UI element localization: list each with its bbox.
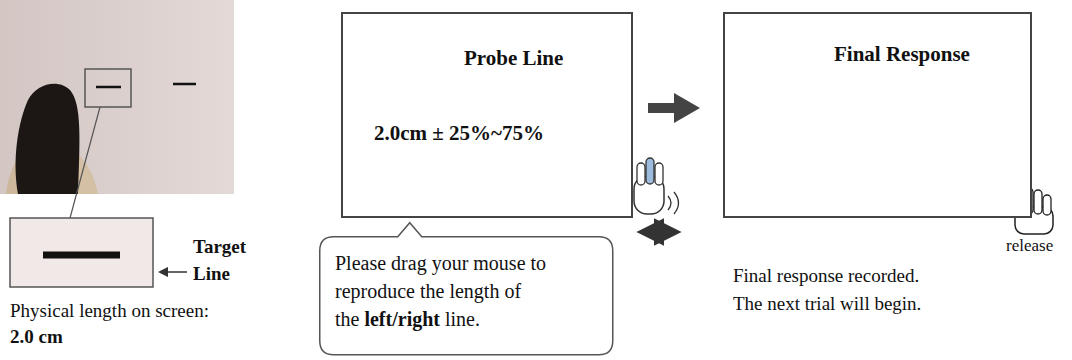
finger	[637, 163, 645, 185]
hair	[16, 84, 80, 194]
length-value: 2.0 cm	[10, 326, 63, 348]
finger-click	[646, 158, 654, 184]
status-text: The next trial will begin.	[733, 293, 921, 315]
instruction-emphasis: left/right	[364, 308, 440, 330]
photo-wall	[0, 0, 234, 194]
finger	[1034, 190, 1042, 214]
flow-arrow	[648, 103, 674, 113]
screen-box: Probe Line 2.0cm ± 25%~75%	[341, 12, 633, 218]
zoom-leader	[70, 107, 100, 218]
bubble-text: Please drag your mouse to reproduce the …	[335, 249, 596, 333]
finger	[1043, 195, 1051, 215]
drag-arrow	[642, 230, 676, 234]
motion-mark	[674, 192, 679, 214]
action-label: release	[1006, 236, 1053, 256]
wall-line	[96, 86, 121, 89]
motion-mark	[668, 196, 671, 210]
target-line	[43, 252, 120, 259]
screen-box: Final Response	[723, 12, 1032, 218]
box-heading: Probe Line	[464, 46, 563, 71]
bubble-shape	[320, 223, 613, 355]
instruction-text: line.	[445, 308, 480, 330]
zoom-frame	[85, 69, 131, 107]
range-text: 2.0cm ± 25%~75%	[374, 121, 544, 146]
finger	[655, 163, 663, 185]
pointer-arrow	[160, 271, 187, 273]
status-text: Final response recorded.	[733, 265, 919, 287]
target-label: Target Line	[193, 233, 263, 287]
zoom-inset	[10, 218, 153, 287]
wall-line	[173, 83, 196, 86]
caption-text: Physical length on screen:	[10, 300, 209, 322]
speech-bubble: Please drag your mouse to reproduce the …	[319, 236, 612, 354]
box-heading: Final Response	[834, 42, 970, 67]
